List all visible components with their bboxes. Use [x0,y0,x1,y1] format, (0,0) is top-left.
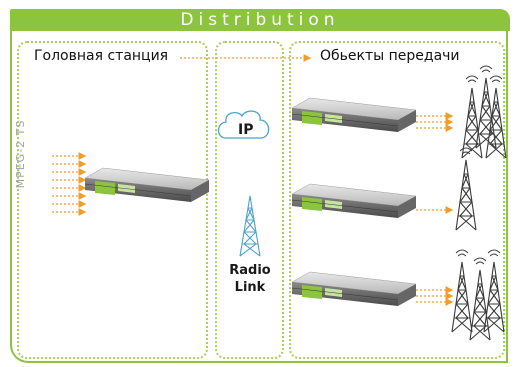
radio-label-line1: Radio [229,263,271,278]
transmitter-rack-2 [291,183,417,219]
transmitter-rack-3 [291,271,417,307]
radio-link-icon [239,195,261,257]
diagram-title: Distribution [180,10,340,30]
headend-label: Головная станция [34,48,169,64]
radio-link-label: Radio Link [226,262,274,296]
input-arrows [52,152,87,216]
transmitter-rack-1 [291,97,417,133]
headend-encoder-rack [84,167,210,203]
ip-cloud-icon [217,110,270,139]
output-arrows [416,112,454,306]
ip-label: IP [238,122,254,138]
antenna-tower-5 [451,249,473,333]
outer-frame [10,31,508,363]
radio-label-line2: Link [234,280,266,295]
transmission-panel [289,41,505,359]
transmission-label: Обьекты передачи [320,48,460,64]
header-bar: Distribution [10,9,510,31]
antenna-tower-4 [455,147,477,231]
antenna-tower-6 [469,257,491,341]
headend-panel [17,41,208,359]
network-panel [215,41,284,359]
